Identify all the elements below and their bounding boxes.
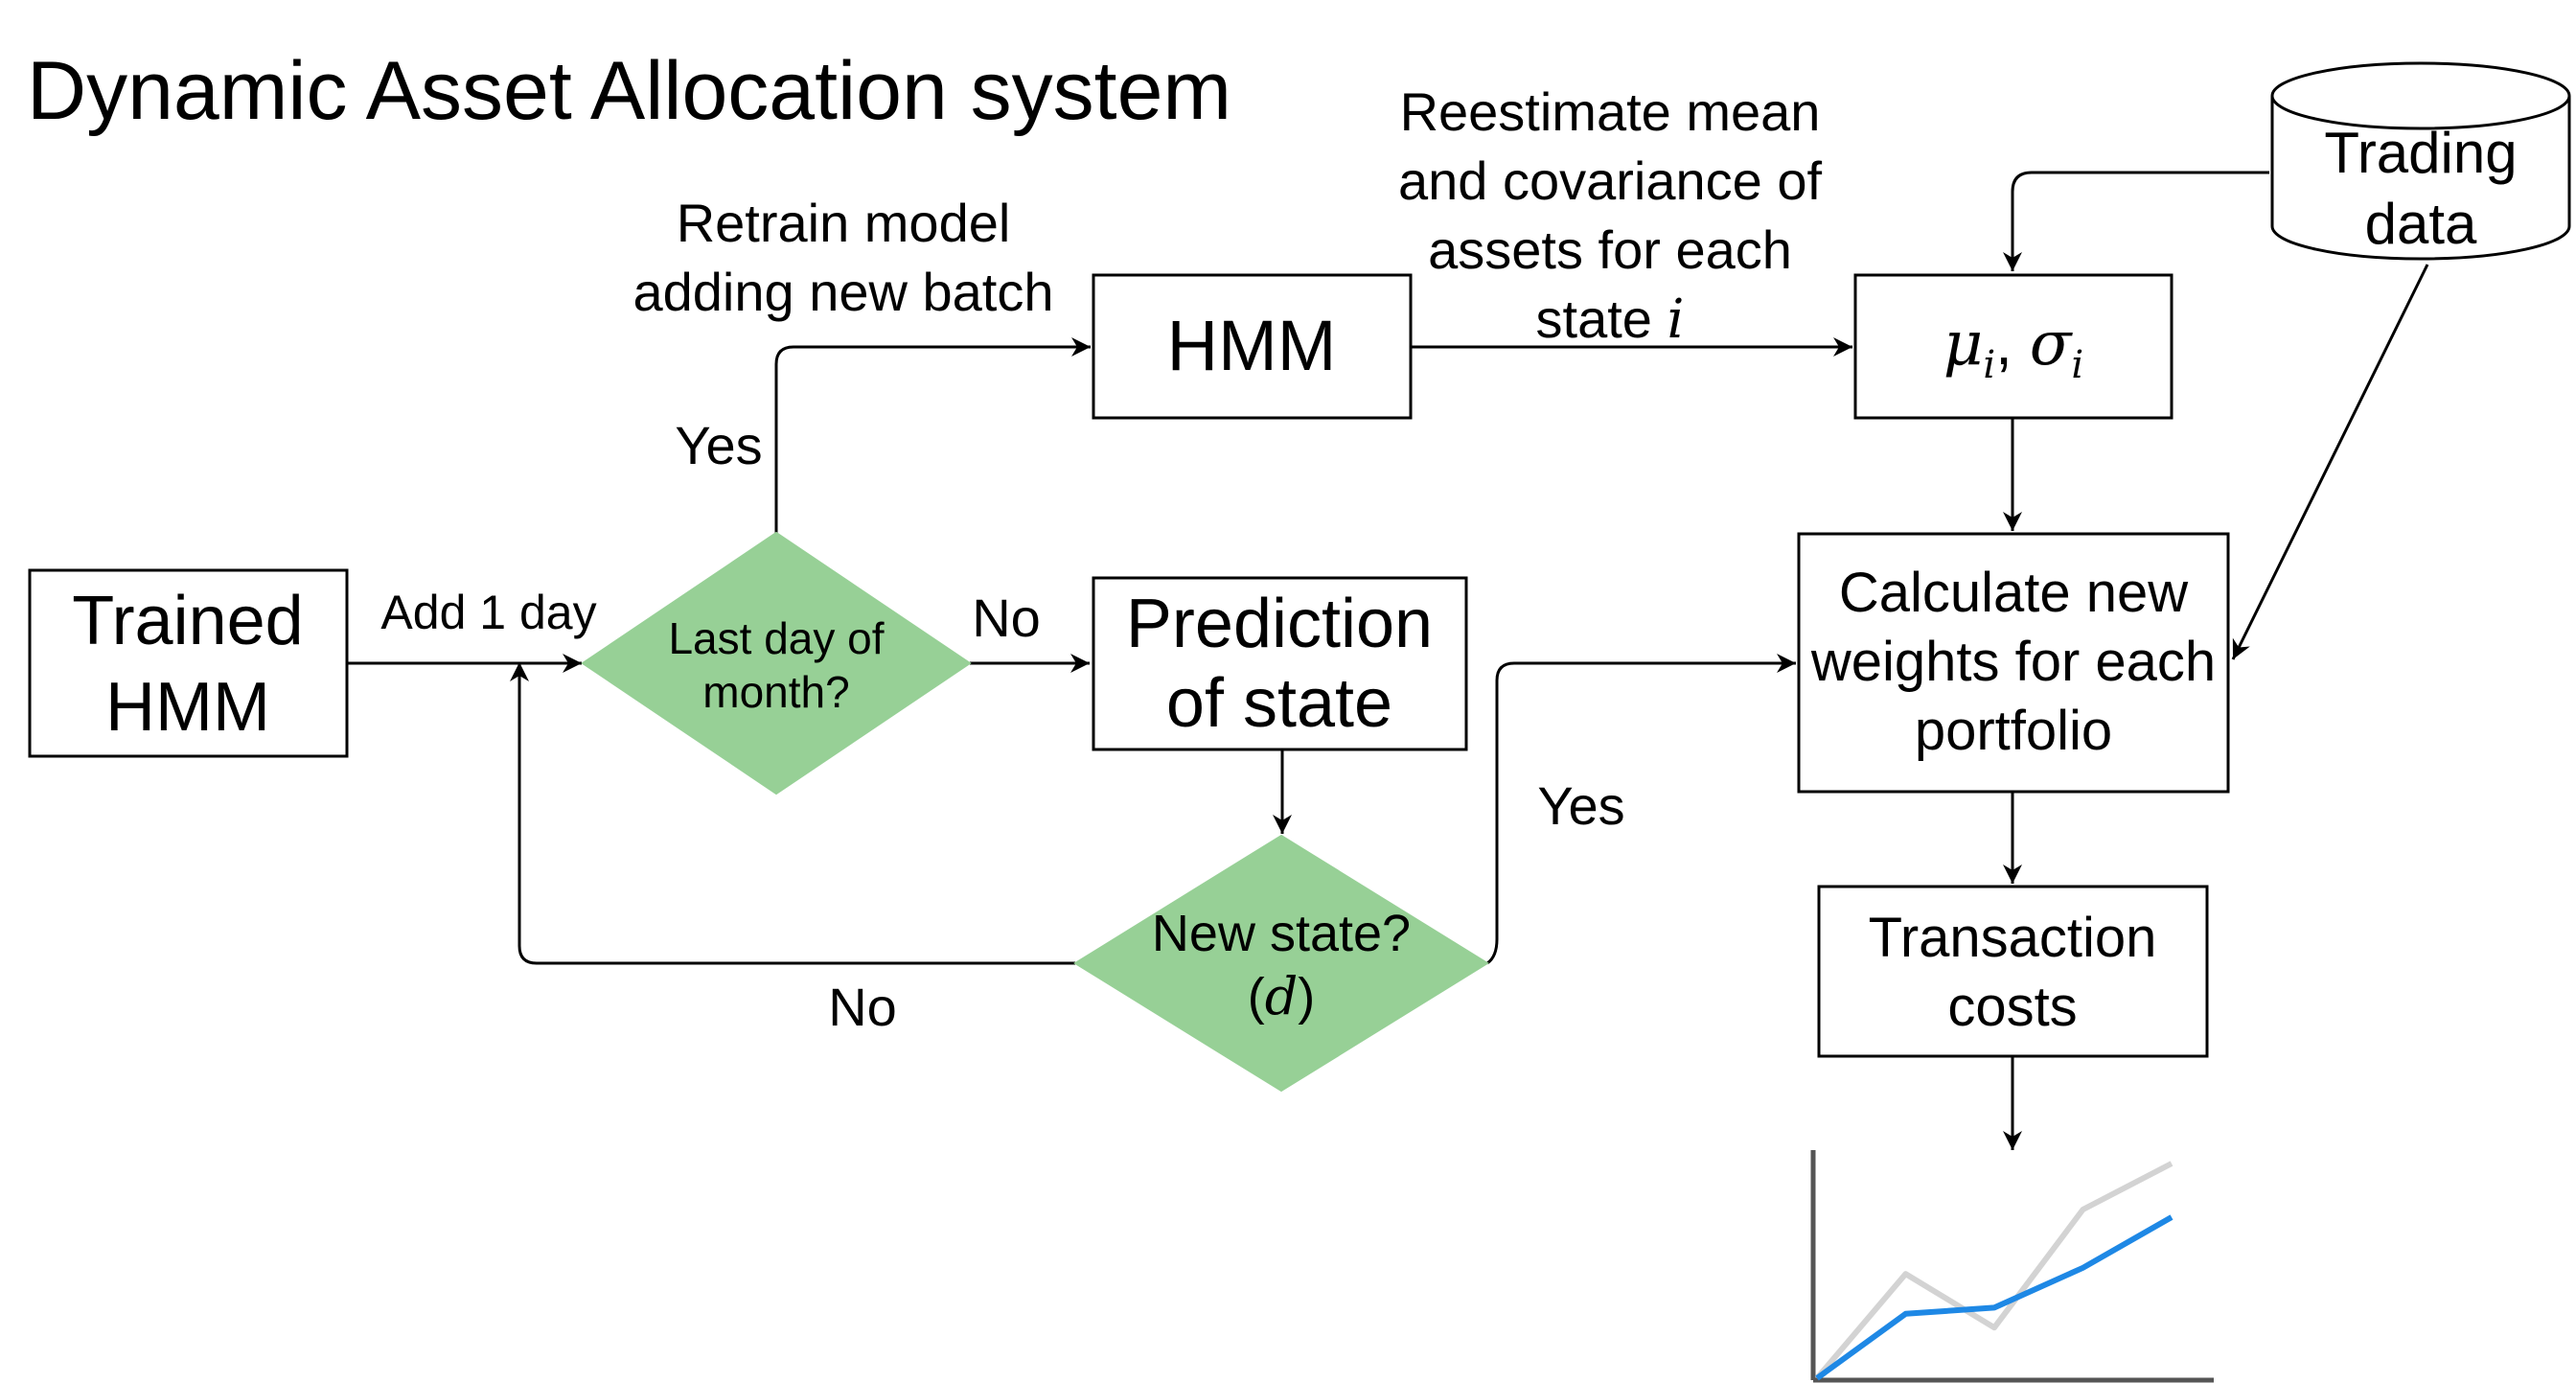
- label-reestimate-line2: and covariance of: [1398, 150, 1823, 211]
- new-state-close-paren: ): [1298, 968, 1315, 1026]
- calculate-line1: Calculate new: [1839, 562, 2189, 624]
- node-hmm: HMM: [1092, 273, 1413, 420]
- svg-text:(d): (d): [1248, 966, 1316, 1026]
- sigma-symbol: σ: [2030, 309, 2074, 380]
- label-add-day: Add 1 day: [380, 586, 596, 639]
- label-no-bottom: No: [828, 977, 897, 1037]
- edge-no-loop: [510, 662, 1075, 965]
- label-reestimate-variable: i: [1668, 288, 1685, 351]
- label-retrain-line1: Retrain model: [677, 193, 1011, 253]
- trading-data-line2: data: [2365, 192, 2477, 256]
- trading-data-line1: Trading: [2324, 121, 2517, 185]
- node-prediction: Prediction of state: [1092, 576, 1468, 751]
- label-reestimate-line4: state: [1536, 288, 1668, 349]
- node-calculate-weights: Calculate new weights for each portfolio: [1797, 532, 2230, 794]
- mu-subscript: i: [1983, 343, 1995, 387]
- edge-retrain: [774, 337, 1091, 533]
- calculate-line3: portfolio: [1915, 700, 2112, 762]
- prediction-line2: of state: [1166, 665, 1392, 742]
- prediction-line1: Prediction: [1126, 586, 1433, 662]
- label-retrain-line2: adding new batch: [632, 262, 1053, 322]
- edge-yes-calculate: [1486, 654, 1796, 965]
- label-yes-top: Yes: [675, 415, 762, 475]
- last-day-line2: month?: [702, 667, 849, 717]
- node-trading-data: Trading data: [2270, 61, 2571, 261]
- calculate-line2: weights for each: [1810, 631, 2216, 693]
- transaction-line1: Transaction: [1869, 907, 2157, 969]
- chart-series-primary: [1815, 1214, 2174, 1381]
- svg-text:μi, σi: μi, σi: [1944, 309, 2083, 387]
- trained-hmm-line2: HMM: [105, 669, 270, 746]
- node-last-day-decision: Last day of month?: [581, 531, 972, 795]
- label-reestimate-line3: assets for each: [1428, 219, 1792, 280]
- mu-symbol: μ: [1944, 309, 1984, 380]
- diagram-title: Dynamic Asset Allocation system: [27, 45, 1231, 137]
- performance-line-chart: [1810, 1150, 2214, 1383]
- label-no-middle: No: [972, 588, 1041, 648]
- sigma-subscript: i: [2071, 343, 2083, 387]
- svg-text:state i: state i: [1536, 288, 1685, 351]
- node-new-state-decision: New state? (d): [1073, 834, 1489, 1093]
- param-separator: ,: [1995, 309, 2030, 378]
- new-state-open-paren: (: [1248, 968, 1265, 1026]
- transaction-line2: costs: [1947, 976, 2077, 1038]
- chart-series-secondary: [1814, 1161, 2174, 1380]
- hmm-label: HMM: [1167, 306, 1337, 385]
- last-day-line1: Last day of: [668, 613, 884, 663]
- new-state-line1: New state?: [1152, 905, 1411, 962]
- label-yes-right: Yes: [1537, 775, 1624, 836]
- edge-data-to-calculate: [2231, 264, 2429, 660]
- label-reestimate-line1: Reestimate mean: [1400, 81, 1821, 142]
- node-transaction-costs: Transaction costs: [1817, 885, 2209, 1058]
- node-mean-covariance: μi, σi: [1853, 273, 2174, 420]
- edge-data-to-params: [2003, 171, 2269, 271]
- trained-hmm-line1: Trained: [72, 583, 303, 659]
- node-trained-hmm: Trained HMM: [28, 568, 349, 758]
- new-state-variable: d: [1265, 966, 1299, 1026]
